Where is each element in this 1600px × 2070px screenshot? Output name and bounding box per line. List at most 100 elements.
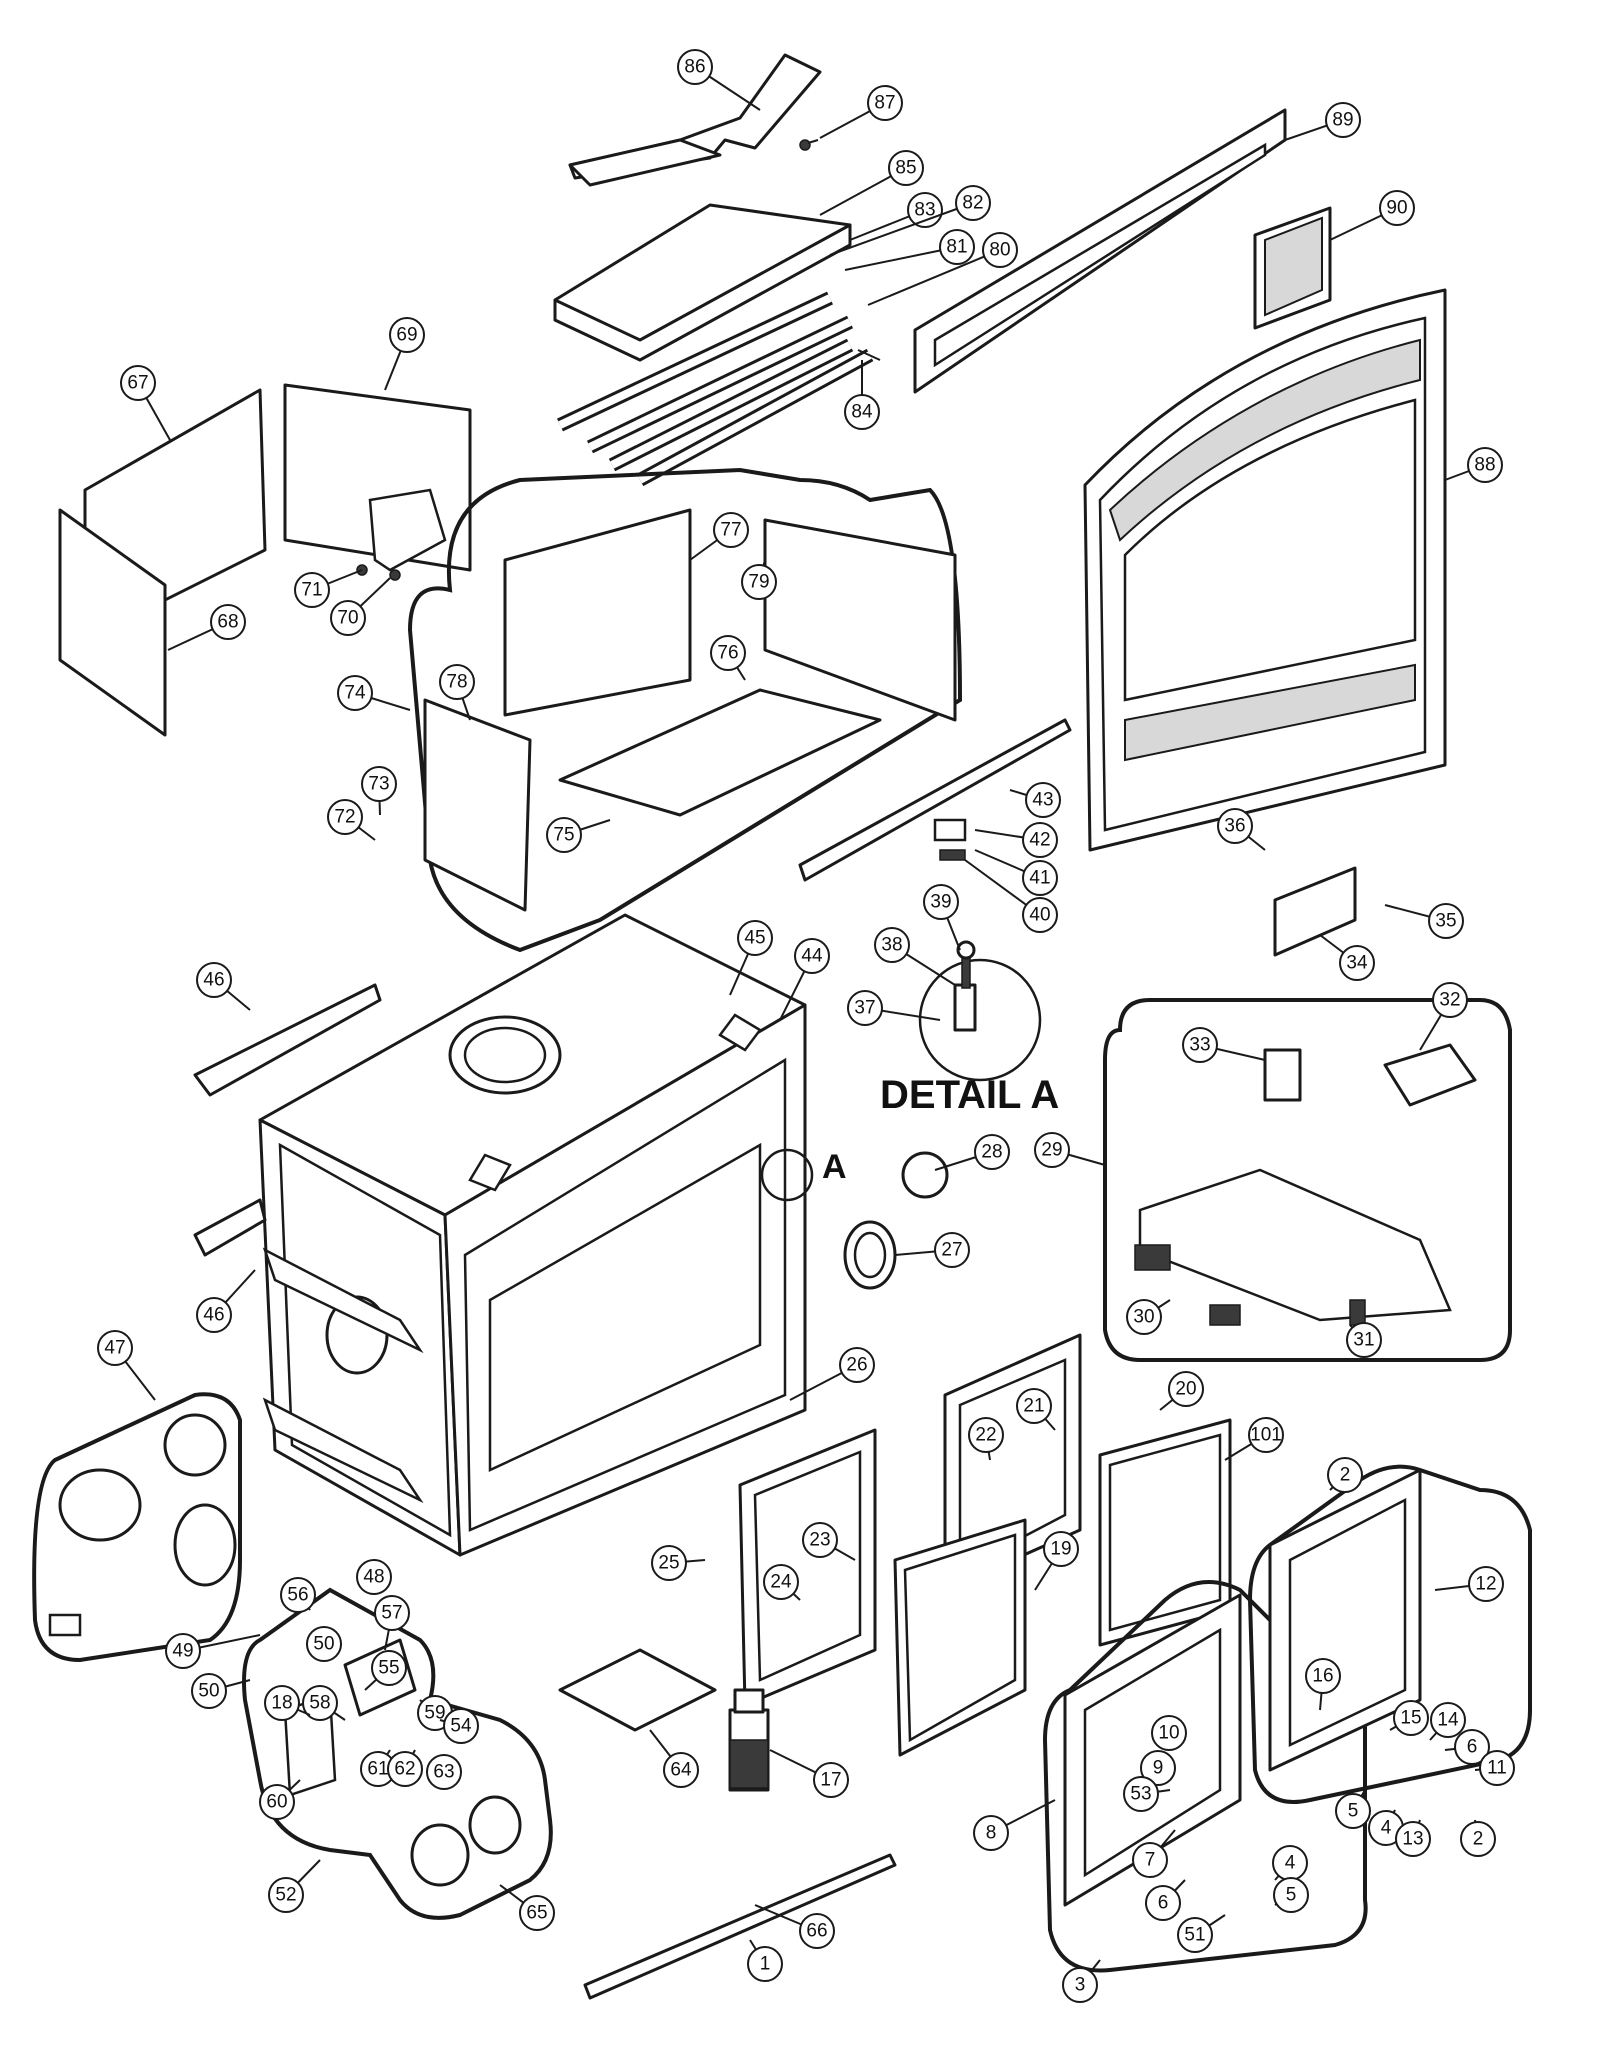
- callout-label: 24: [770, 1572, 792, 1593]
- callout-label: 20: [1175, 1379, 1196, 1400]
- callout-label: 71: [301, 580, 322, 601]
- callout-label: 85: [895, 158, 916, 179]
- callout-49: 49: [165, 1633, 261, 1669]
- callout-circle: [1022, 897, 1058, 933]
- callout-label: 87: [874, 93, 895, 114]
- detail-a-marker: A: [822, 1148, 847, 1186]
- callout-label: 5: [1286, 1885, 1297, 1906]
- callout-circle: [1379, 190, 1415, 226]
- callout-label: 81: [946, 237, 967, 258]
- callout-circle: [356, 1559, 392, 1595]
- callout-label: 14: [1437, 1710, 1459, 1731]
- callout-76: 76: [710, 635, 746, 681]
- callout-circle: [1168, 1371, 1204, 1407]
- callout-45: 45: [729, 920, 773, 996]
- callout-60: 60: [259, 1779, 301, 1820]
- callout-label: 21: [1023, 1396, 1044, 1417]
- callout-90: 90: [1329, 190, 1415, 241]
- group-29-controls: [1103, 998, 1512, 1362]
- callout-circle: [1479, 1750, 1515, 1786]
- callout-80: 80: [867, 232, 1018, 306]
- callout-circle: [934, 1232, 970, 1268]
- callout-43: 43: [1009, 782, 1061, 818]
- callout-circle: [268, 1877, 304, 1913]
- callout-circle: [874, 927, 910, 963]
- callout-circle: [259, 1784, 295, 1820]
- callout-label: 29: [1041, 1140, 1062, 1161]
- callout-label: 74: [344, 683, 366, 704]
- callout-circle: [974, 1134, 1010, 1170]
- part-27-collar: [843, 1220, 897, 1290]
- callout-40: 40: [964, 859, 1058, 933]
- callout-21: 21: [1016, 1388, 1056, 1431]
- callout-circle: [1325, 102, 1361, 138]
- callout-label: 35: [1435, 911, 1456, 932]
- callout-24: 24: [763, 1564, 801, 1601]
- callout-circle: [97, 1330, 133, 1366]
- callout-label: 17: [820, 1770, 841, 1791]
- callout-label: 75: [553, 825, 574, 846]
- callout-38: 38: [874, 927, 956, 986]
- callout-5: 5: [1335, 1789, 1371, 1829]
- callout-16: 16: [1305, 1658, 1341, 1711]
- callout-label: 46: [203, 1305, 224, 1326]
- callout-label: 39: [930, 892, 951, 913]
- callout-35: 35: [1384, 903, 1464, 939]
- callout-circle: [302, 1685, 338, 1721]
- callout-circle: [371, 1650, 407, 1686]
- callout-89: 89: [1284, 102, 1361, 141]
- callout-circle: [763, 1564, 799, 1600]
- callout-circle: [1430, 1702, 1466, 1738]
- callout-circle: [651, 1545, 687, 1581]
- callout-7: 7: [1132, 1829, 1176, 1878]
- callout-label: 90: [1386, 198, 1407, 219]
- callout-81: 81: [844, 229, 975, 271]
- callout-label: 65: [526, 1903, 547, 1924]
- callout-label: 22: [975, 1425, 996, 1446]
- callout-4: 4: [1272, 1845, 1308, 1881]
- callout-label: 34: [1346, 953, 1368, 974]
- callout-leader: [844, 246, 958, 271]
- callout-label: 68: [217, 612, 238, 633]
- callout-51: 51: [1177, 1914, 1226, 1953]
- callout-77: 77: [689, 512, 749, 561]
- group-74-firebox-bricks: [407, 467, 963, 953]
- part-90-grill: [1253, 206, 1332, 330]
- callout-circle: [955, 185, 991, 221]
- callout-66: 66: [754, 1904, 835, 1949]
- callout-label: 1: [760, 1954, 771, 1975]
- callout-circle: [1043, 1531, 1079, 1567]
- callout-circle: [982, 232, 1018, 268]
- callout-label: 66: [806, 1921, 827, 1942]
- callout-17: 17: [769, 1749, 849, 1798]
- callout-label: 56: [287, 1585, 308, 1606]
- callout-label: 43: [1032, 790, 1053, 811]
- callout-label: 3: [1075, 1975, 1086, 1996]
- callout-39: 39: [923, 884, 961, 951]
- callout-circle: [1177, 1917, 1213, 1953]
- callout-circle: [1126, 1299, 1162, 1335]
- callout-circle: [196, 962, 232, 998]
- callout-74: 74: [337, 675, 411, 711]
- part-84-pin: [857, 349, 881, 361]
- callout-87: 87: [819, 85, 903, 139]
- callout-10: 10: [1151, 1715, 1187, 1751]
- callout-label: 6: [1467, 1737, 1478, 1758]
- callout-label: 77: [720, 520, 741, 541]
- callout-22: 22: [968, 1417, 1004, 1461]
- callout-label: 57: [381, 1603, 402, 1624]
- callout-57: 57: [374, 1595, 410, 1651]
- callout-1: 1: [747, 1939, 783, 1982]
- callout-circle: [1346, 1322, 1382, 1358]
- callout-label: 83: [914, 200, 935, 221]
- callout-circle: [1132, 1842, 1168, 1878]
- part-85-top-plate: [553, 203, 852, 362]
- callout-71: 71: [294, 569, 363, 608]
- callout-label: 46: [203, 970, 224, 991]
- callout-54: 54: [439, 1708, 479, 1744]
- part-88-front-face: [1083, 288, 1447, 852]
- callout-label: 27: [941, 1240, 962, 1261]
- callout-circle: [191, 1673, 227, 1709]
